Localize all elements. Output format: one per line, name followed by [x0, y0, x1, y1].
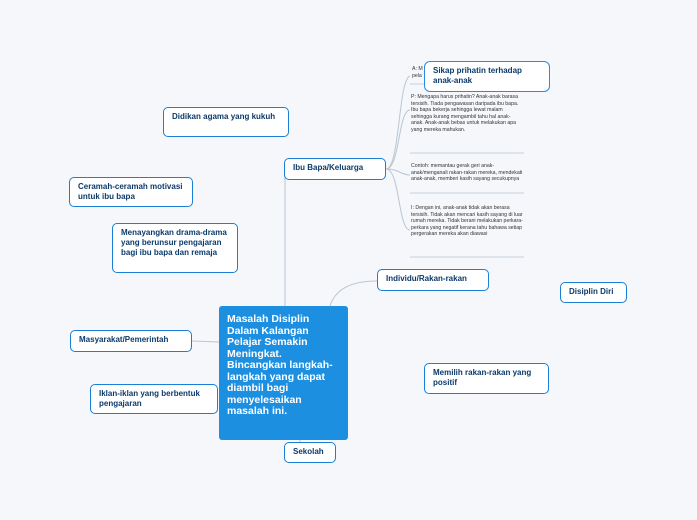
node-memilih-rakan[interactable]: Memilih rakan-rakan yang positif — [424, 363, 549, 394]
node-disiplin-diri[interactable]: Disiplin Diri — [560, 282, 627, 303]
node-masyarakat[interactable]: Masyarakat/Pemerintah — [70, 330, 192, 352]
node-didikan-agama[interactable]: Didikan agama yang kukuh — [163, 107, 289, 137]
node-iklan[interactable]: Iklan-iklan yang berbentuk pengajaran — [90, 384, 218, 414]
note-a-prefix-line2: pela — [412, 72, 422, 79]
node-sikap-prihatin[interactable]: Sikap prihatin terhadap anak-anak — [424, 61, 550, 92]
node-sekolah[interactable]: Sekolah — [284, 442, 336, 463]
note-contoh: Contoh: memantau gerak geri anak-anak/me… — [411, 163, 523, 183]
note-i: I: Dengan ini, anak-anak tidak akan bera… — [411, 205, 523, 238]
central-topic[interactable]: Masalah Disiplin Dalam Kalangan Pelajar … — [219, 306, 348, 440]
note-a-prefix-line1: A: M — [412, 66, 423, 72]
note-a-prefix: A: M pela — [412, 66, 426, 79]
node-ceramah[interactable]: Ceramah-ceramah motivasi untuk ibu bapa — [69, 177, 193, 207]
node-individu[interactable]: Individu/Rakan-rakan — [377, 269, 489, 291]
node-ibu-bapa[interactable]: Ibu Bapa/Keluarga — [284, 158, 386, 180]
note-p: P: Mengapa harus prihatin? Anak-anak bar… — [411, 94, 519, 133]
node-drama[interactable]: Menayangkan drama-drama yang berunsur pe… — [112, 223, 238, 273]
